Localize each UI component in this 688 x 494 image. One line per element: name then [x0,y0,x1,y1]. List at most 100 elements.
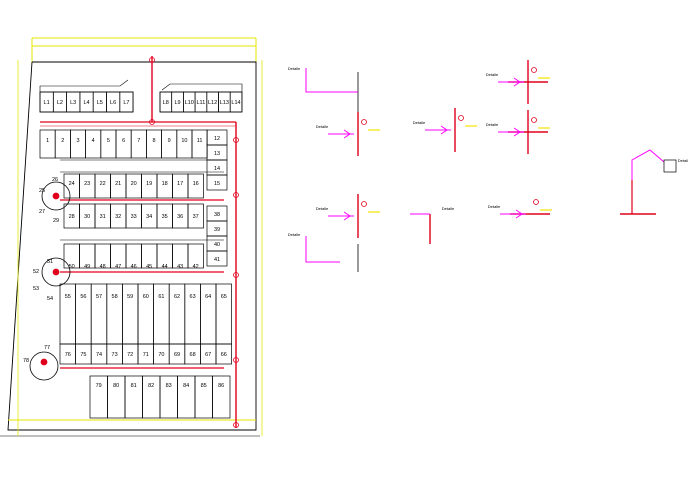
fitting-symbol [515,209,523,219]
lot-row-1 [191,129,208,159]
lot-label-row-1: 2 [61,138,64,144]
lot-label-top-left: L4 [83,100,89,106]
lot-label-row-5: 60 [143,294,149,300]
cul-de-sac-label: 27 [39,209,45,215]
lot-label-row-3: 34 [146,214,152,220]
lot-label-right-column-2: 40 [214,242,220,248]
lot-label-top-right: L11 [197,100,206,106]
lot-row-5 [106,283,123,345]
lot-row-7 [212,375,231,419]
lot-label-top-right: L9 [174,100,180,106]
site-boundary [7,61,257,431]
detail-number-mark [458,115,464,121]
lot-label-row-3: 35 [162,214,168,220]
lot-label-row-4: 47 [115,264,121,270]
detail-number-mark [531,67,537,73]
lot-label-row-5: 61 [158,294,164,300]
lot-label-row-5: 56 [80,294,86,300]
lot-row-5 [90,283,108,345]
detail-label: Detalle [316,206,329,211]
lot-label-row-4: 46 [131,264,137,270]
lot-label-row-1: 7 [137,138,140,144]
lot-label-row-6: 68 [190,352,196,358]
lot-label-row-6: 74 [96,352,102,358]
parking-curve-left [39,79,129,92]
lot-label-row-1: 11 [197,138,203,144]
lot-label-row-2: 19 [146,181,152,187]
lot-label-row-3: 32 [115,214,121,220]
lot-label-row-6: 73 [112,352,118,358]
detail-number-mark [361,119,367,125]
lot-row-5 [59,283,76,345]
lot-label-row-4: 50 [69,264,75,270]
lot-row-3 [187,203,204,229]
lot-label-top-left: L7 [123,100,129,106]
lot-right-column-2 [206,250,228,267]
fitting-symbol [513,127,521,137]
lot-label-row-6: 66 [221,352,227,358]
lot-row-5 [122,283,139,345]
lot-label-row-1: 5 [107,138,110,144]
lot-label-row-2: 20 [131,181,137,187]
lot-row-4 [187,243,204,269]
lot-row-1 [115,129,132,159]
parking-curve-right [161,83,243,92]
lot-label-row-2: 16 [193,181,199,187]
cul-de-sac-2 [41,257,71,287]
detail-label: Detalle [678,158,688,163]
cul-de-sac-label: 29 [53,218,59,224]
lot-label-top-left: L3 [70,100,76,106]
fitting-symbol [343,211,351,221]
lot-row-1 [146,129,162,159]
lot-row-5 [200,283,217,345]
detail-number-mark [533,199,539,205]
valve-mark [233,357,239,363]
valve-mark [149,119,155,125]
lot-label-row-1: 6 [122,138,125,144]
lot-label-row-2: 22 [100,181,106,187]
lot-label-row-2: 24 [69,181,75,187]
lot-label-row-6: 71 [143,352,149,358]
detail-label: Detalle [486,122,499,127]
lot-label-row-2: 17 [177,181,183,187]
detail-label: Detalle [413,120,426,125]
lot-label-row-7: 81 [131,383,137,389]
hydrant-pipe [631,149,665,212]
hydrant-box [663,159,677,173]
lot-label-row-5: 65 [221,294,227,300]
cul-de-sac-1-node [52,192,60,200]
valve-mark [233,192,239,198]
lot-label-right-column-2: 41 [214,257,220,263]
lot-label-row-5: 64 [205,294,211,300]
cul-de-sac-3 [29,351,59,381]
lot-label-top-right: L8 [163,100,169,106]
cul-de-sac-label: 53 [33,286,39,292]
lot-row-1 [54,129,71,159]
lot-label-row-1: 1 [46,138,49,144]
lot-row-1 [70,129,86,159]
lot-top-left [119,91,134,113]
cul-de-sac-label: 52 [33,269,39,275]
lot-label-row-3: 33 [131,214,137,220]
valve-mark [233,137,239,143]
valve-mark [233,272,239,278]
cul-de-sac-1 [41,181,71,211]
lot-row-5 [168,283,186,345]
lot-label-row-7: 85 [201,383,207,389]
lot-label-row-5: 58 [112,294,118,300]
cul-de-sac-label: 26 [52,177,58,183]
lot-label-row-7: 79 [96,383,102,389]
lot-label-row-1: 3 [76,138,79,144]
cul-de-sac-3-node [40,358,48,366]
lot-label-row-4: 42 [193,264,199,270]
lot-right-column [206,174,228,191]
lot-label-top-right: L13 [220,100,229,106]
lot-label-top-left: L5 [97,100,103,106]
lot-label-row-7: 82 [148,383,154,389]
lot-top-right [229,91,243,113]
lot-label-row-7: 80 [113,383,119,389]
lot-label-row-5: 55 [65,294,71,300]
valve-mark [233,422,239,428]
